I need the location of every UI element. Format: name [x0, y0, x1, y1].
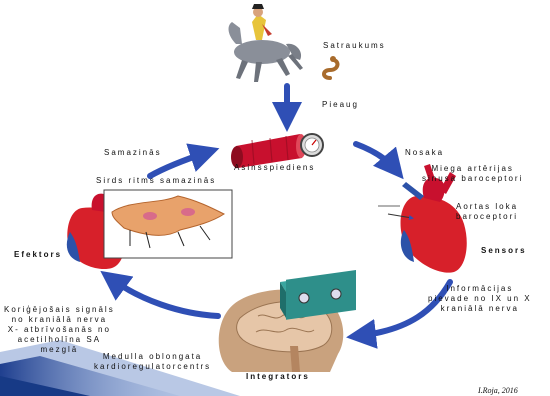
sa-node-cell-panel [104, 190, 232, 258]
label-informacijas-pievade: Informācijas pievade no IX un X kraniālā… [428, 284, 532, 314]
label-asinsspiediens: Asinsspiediens [234, 163, 315, 173]
label-korigejosais-signals: Koriģējošais signāls no kraniālā nerva X… [4, 305, 115, 355]
label-samazinas: Samazinās [104, 148, 162, 158]
horse-rider-illustration [229, 4, 303, 82]
label-nosaka: Nosaka [405, 148, 444, 158]
label-efektors: Efektors [14, 250, 62, 260]
author-credit: I.Roja, 2016 [478, 386, 518, 395]
label-aortas-loka: Aortas loka baroceptori [456, 202, 518, 222]
snake-illustration [324, 56, 337, 78]
label-miega-arterijas: Miega artērijas sinusa baroceptori [422, 164, 523, 184]
label-sensors: Sensors [481, 246, 527, 256]
monitor-device-illustration [280, 270, 356, 320]
label-pieaug: Pieaug [322, 100, 359, 110]
label-sirds-ritms: Sirds ritms samazinās [96, 176, 216, 186]
label-satraukums: Satraukums [323, 41, 386, 51]
label-medulla-oblongata: Medulla oblongata kardioregulatorcentrs [94, 352, 211, 372]
label-integrators: Integrators [246, 372, 310, 382]
